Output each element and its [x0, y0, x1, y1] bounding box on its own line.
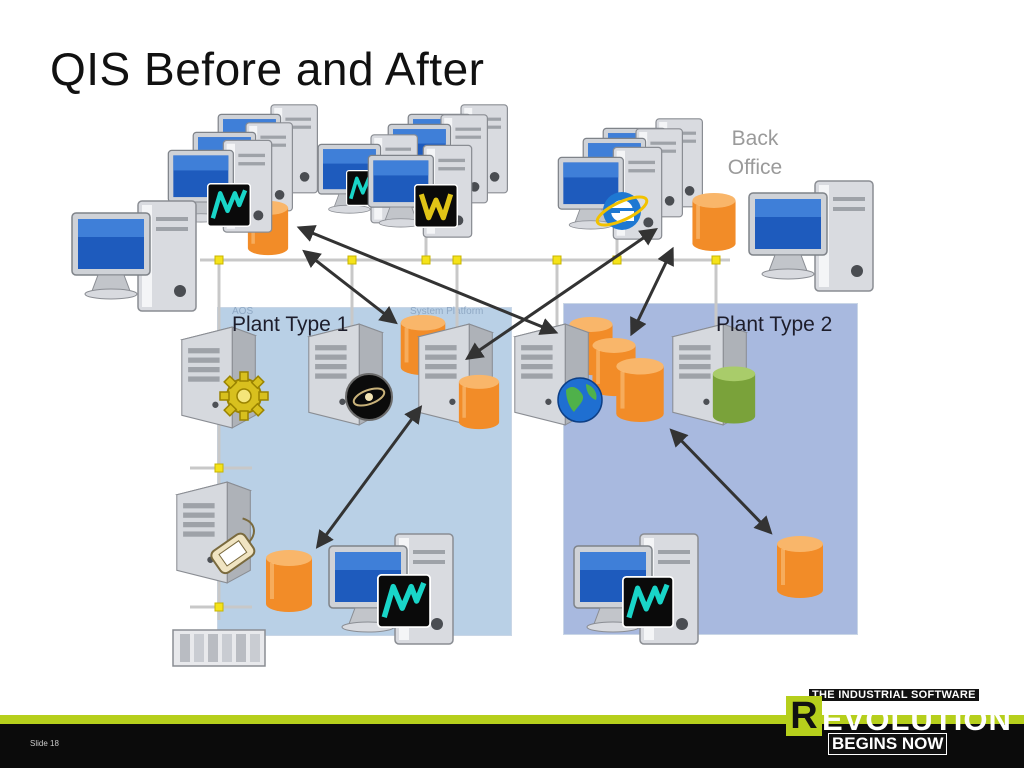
- back-office-workstation-icon: [748, 180, 874, 292]
- logo-top-text: THE INDUSTRIAL SOFTWARE: [808, 688, 980, 702]
- plant-type-1-contents: [172, 315, 501, 667]
- arrow: [669, 428, 773, 535]
- wonderware-icon: [623, 577, 673, 627]
- globe-icon: [557, 377, 603, 423]
- database-icon: [712, 366, 756, 424]
- workstation-icon: [71, 200, 197, 312]
- slide-title: QIS Before and After: [50, 43, 485, 95]
- wonderware-w-icon: [415, 185, 458, 228]
- internet-explorer-icon: [595, 192, 649, 230]
- galaxy-icon: [345, 373, 393, 421]
- logo-bottom-text: BEGINS NOW: [828, 733, 948, 755]
- database-icon: [457, 374, 501, 430]
- logo-main-text: EVOLUTION: [822, 702, 1012, 737]
- gear-icon: [219, 371, 269, 421]
- arrow: [302, 249, 398, 325]
- plant-type-1-label: Plant Type 1: [232, 313, 349, 336]
- connection-arrows: [296, 225, 773, 549]
- footer-accent-bar: [0, 715, 1024, 724]
- network-diagram: [71, 104, 874, 667]
- aos-tag: AOS: [232, 306, 254, 317]
- connector-icon: [210, 517, 256, 575]
- arrow: [315, 405, 423, 549]
- database-icon: [266, 550, 312, 612]
- logo-letter: R: [786, 696, 822, 736]
- server-tower-icon: [176, 481, 251, 584]
- arrow: [465, 227, 658, 361]
- wonderware-icon: [378, 575, 430, 627]
- workstation-cluster-left: [71, 104, 318, 312]
- plant-type-2-label: Plant Type 2: [716, 313, 833, 336]
- slide-number: Slide 18: [30, 739, 59, 748]
- back-office-label: Back Office: [727, 127, 783, 179]
- database-icon: [616, 358, 663, 422]
- database-icon: [775, 535, 825, 599]
- workstation-cluster-center: [317, 104, 508, 238]
- plant-type-2-contents: [514, 316, 825, 645]
- revolution-logo: THE INDUSTRIAL SOFTWARE R EVOLUTION BEGI…: [782, 685, 1011, 755]
- workstation-cluster-right: [557, 118, 738, 252]
- arrow: [630, 246, 674, 337]
- database-icon: [690, 192, 738, 252]
- plc-rack-icon: [172, 629, 266, 667]
- wonderware-icon: [208, 184, 251, 227]
